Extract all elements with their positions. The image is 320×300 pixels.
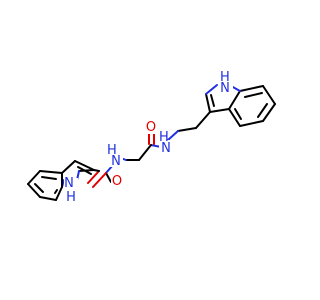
label-backdrop xyxy=(109,154,123,167)
bond xyxy=(205,84,218,95)
bond xyxy=(228,108,241,127)
label-backdrop xyxy=(219,78,233,89)
bond xyxy=(244,92,263,98)
bond xyxy=(39,170,63,174)
indole-top-h: H xyxy=(220,70,230,85)
amide-o-lower-label: O xyxy=(112,174,122,189)
indole-bottom-h: H xyxy=(66,190,76,205)
amide-lower-n: N xyxy=(111,154,121,169)
bond xyxy=(105,172,112,183)
bond xyxy=(210,94,215,107)
amide-o-upper-label: O xyxy=(146,120,156,135)
bond xyxy=(39,196,57,201)
bond xyxy=(87,170,100,184)
label-backdrop xyxy=(64,178,78,190)
molecule-diagram: H N O H N H N O N H xyxy=(27,70,276,205)
amide-upper-h: H xyxy=(159,130,169,145)
amide-lower-h: H xyxy=(107,143,117,158)
bond xyxy=(205,93,211,113)
label-backgrounds xyxy=(64,78,233,190)
bond xyxy=(262,85,276,105)
bond xyxy=(54,189,58,194)
bond xyxy=(167,130,179,141)
bond xyxy=(61,160,76,174)
amide-nh-upper-label: H N xyxy=(159,130,173,156)
indole-top-n: N xyxy=(220,81,230,96)
bond xyxy=(257,103,268,118)
bond xyxy=(34,183,44,193)
atom-labels: H N O H N H N O N H xyxy=(64,70,234,205)
bond xyxy=(77,166,92,175)
bond xyxy=(55,186,63,201)
label-backdrop xyxy=(145,123,157,134)
indole-bottom-nh-label: N H xyxy=(64,176,78,205)
label-backdrop xyxy=(159,140,173,153)
label-backdrop xyxy=(111,177,123,188)
bond xyxy=(262,103,276,122)
bond xyxy=(239,85,264,92)
bond xyxy=(177,127,197,132)
bond xyxy=(209,108,230,113)
bond xyxy=(27,170,41,185)
bond xyxy=(138,144,152,161)
bond xyxy=(74,160,95,171)
bond xyxy=(27,183,41,198)
bond xyxy=(239,120,264,127)
bond xyxy=(92,172,107,188)
bond xyxy=(41,176,57,180)
bond xyxy=(195,111,211,129)
bond xyxy=(228,90,241,110)
indole-bottom-n: N xyxy=(64,176,74,191)
indole-top-nh-label: H N xyxy=(220,70,234,96)
bond xyxy=(234,108,242,120)
amide-upper-n: N xyxy=(161,141,171,156)
amide-nh-lower-label: H N xyxy=(107,143,121,169)
